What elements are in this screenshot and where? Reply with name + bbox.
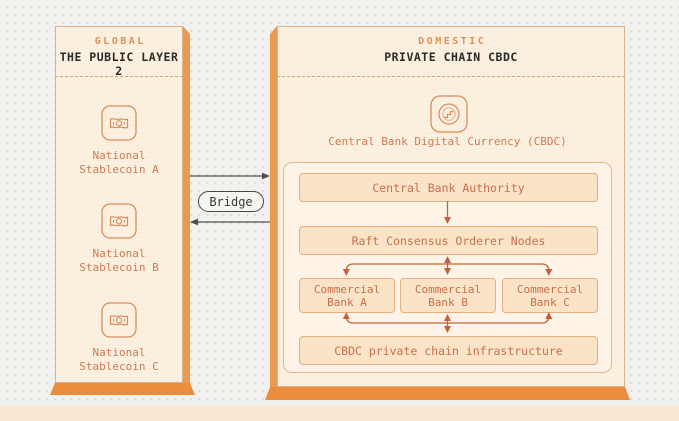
bank-a-line2: Bank A [327, 295, 367, 309]
right-panel-eyebrow: DOMESTIC [418, 36, 487, 47]
stablecoin-c-label-line1: National [92, 346, 146, 359]
bridge-arrow-to-domestic [190, 172, 270, 180]
stablecoin-a-label-line2: Stablecoin A [79, 162, 159, 176]
bank-c-line2: Bank C [530, 295, 570, 309]
central-bank-authority-label: Central Bank Authority [372, 180, 525, 195]
left-panel-base [50, 383, 195, 395]
banknote-icon [101, 203, 137, 243]
stablecoin-c-label-line2: Stablecoin C [79, 359, 159, 373]
left-panel-header: GLOBAL THE PUBLIC LAYER 2 [55, 26, 183, 78]
left-panel-side-edge [183, 26, 190, 383]
infrastructure-box: CBDC private chain infrastructure [299, 336, 598, 365]
central-bank-authority-box: Central Bank Authority [299, 173, 598, 202]
infrastructure-label: CBDC private chain infrastructure [334, 343, 563, 358]
stablecoin-a-label-line1: National [92, 149, 146, 162]
cbdc-subtitle: Central Bank Digital Currency (CBDC) [328, 135, 567, 148]
page-bottom-strip [0, 406, 679, 421]
bank-b-line2: Bank B [428, 295, 468, 309]
cbdc-coin-icon [427, 95, 469, 137]
raft-orderer-box: Raft Consensus Orderer Nodes [299, 226, 598, 255]
bank-a-line1: Commercial [313, 282, 381, 296]
commercial-bank-c-box: Commercial Bank C [502, 278, 598, 313]
right-panel-header: DOMESTIC PRIVATE CHAIN CBDC [277, 26, 625, 77]
domestic-cbdc-panel: DOMESTIC PRIVATE CHAIN CBDC Central Bank… [270, 26, 625, 400]
stablecoin-b-label-line1: National [92, 247, 146, 260]
bridge-node: Bridge [198, 191, 264, 212]
bridge-arrow-to-global [190, 218, 270, 226]
banknote-icon [101, 302, 137, 342]
banknote-icon [101, 105, 137, 145]
right-panel-side-edge [270, 26, 277, 387]
bridge-label: Bridge [209, 194, 253, 209]
bank-b-line1: Commercial [414, 282, 482, 296]
global-public-layer-panel: GLOBAL THE PUBLIC LAYER 2 National Stabl… [55, 26, 190, 395]
cbdc-flow-container: Central Bank Authority Raft Consensus Or… [283, 162, 612, 373]
right-panel-base [265, 387, 630, 400]
left-panel-title: THE PUBLIC LAYER 2 [59, 50, 179, 78]
stablecoin-item-b: National Stablecoin B [55, 203, 183, 274]
raft-orderer-label: Raft Consensus Orderer Nodes [351, 233, 546, 248]
stablecoin-item-a: National Stablecoin A [55, 105, 183, 176]
bank-c-line1: Commercial [516, 282, 584, 296]
commercial-bank-b-box: Commercial Bank B [400, 278, 496, 313]
right-panel-title: PRIVATE CHAIN CBDC [384, 50, 518, 64]
commercial-bank-a-box: Commercial Bank A [299, 278, 395, 313]
left-panel-eyebrow: GLOBAL [94, 36, 146, 47]
stablecoin-item-c: National Stablecoin C [55, 302, 183, 373]
stablecoin-b-label-line2: Stablecoin B [79, 260, 159, 274]
